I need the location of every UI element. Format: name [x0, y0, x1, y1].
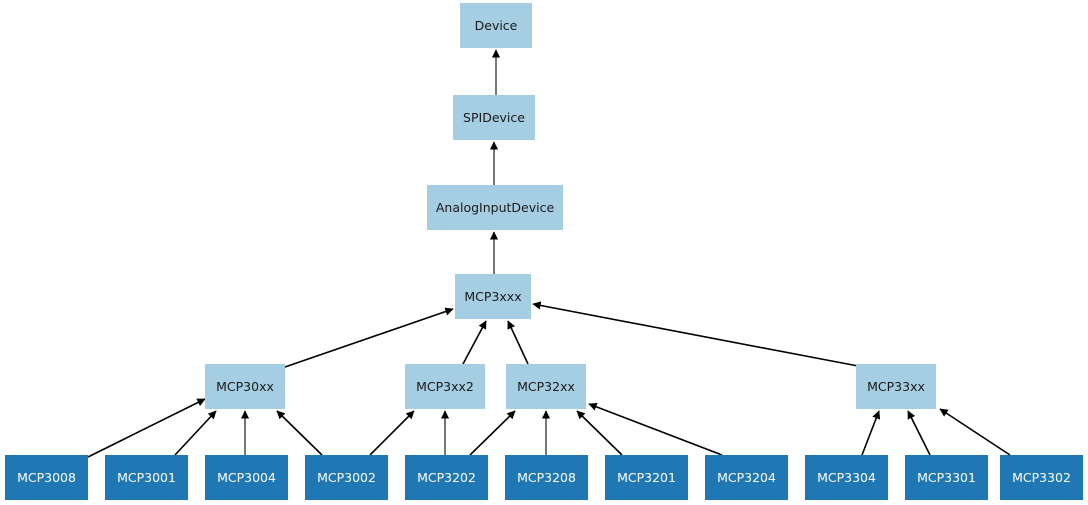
node-box-mcp3001[interactable]: [105, 455, 188, 500]
node-box-mcp3301[interactable]: [905, 455, 988, 500]
node-device[interactable]: Device: [460, 3, 532, 48]
node-label-mcp3301: MCP3301: [917, 470, 976, 485]
node-analoginputdevice[interactable]: AnalogInputDevice: [427, 185, 563, 230]
node-spidevice[interactable]: SPIDevice: [453, 95, 535, 140]
node-label-device: Device: [475, 18, 518, 33]
edge-mcp3008-to-mcp30xx: [87, 398, 206, 458]
node-label-mcp3302: MCP3302: [1012, 470, 1071, 485]
node-box-mcp3201[interactable]: [605, 455, 688, 500]
edge-mcp3202-to-mcp32xx: [469, 410, 516, 456]
node-box-mcp3002[interactable]: [305, 455, 388, 500]
edge-mcp3002-to-mcp30xx: [276, 410, 323, 456]
edge-mcp3001-to-mcp30xx: [174, 410, 217, 456]
node-label-analoginputdevice: AnalogInputDevice: [436, 200, 555, 215]
edge-mcp3304-to-mcp33xx: [861, 410, 881, 456]
node-box-mcp3204[interactable]: [705, 455, 788, 500]
edge-mcp30xx-to-mcp3xxx: [284, 307, 454, 368]
node-mcp3001[interactable]: MCP3001: [105, 455, 188, 500]
node-label-mcp30xx: MCP30xx: [216, 379, 274, 394]
node-layer: DeviceSPIDeviceAnalogInputDeviceMCP3xxxM…: [5, 3, 1083, 500]
node-box-analoginputdevice[interactable]: [427, 185, 563, 230]
node-box-device[interactable]: [460, 3, 532, 48]
node-label-mcp3208: MCP3208: [517, 470, 576, 485]
node-label-mcp32xx: MCP32xx: [517, 379, 575, 394]
edge-layer: [87, 49, 1011, 458]
node-mcp3304[interactable]: MCP3304: [805, 455, 888, 500]
node-mcp3301[interactable]: MCP3301: [905, 455, 988, 500]
node-mcp3204[interactable]: MCP3204: [705, 455, 788, 500]
node-label-mcp3201: MCP3201: [617, 470, 676, 485]
node-label-mcp3xx2: MCP3xx2: [416, 379, 474, 394]
node-label-mcp3002: MCP3002: [317, 470, 376, 485]
node-label-mcp3304: MCP3304: [817, 470, 876, 485]
edge-mcp3201-to-mcp32xx: [576, 410, 623, 456]
node-label-mcp3008: MCP3008: [17, 470, 76, 485]
edge-mcp3xx2-to-mcp3xxx: [462, 320, 487, 365]
edge-mcp3002-to-mcp3xx2: [369, 410, 415, 456]
node-mcp30xx[interactable]: MCP30xx: [205, 364, 285, 409]
node-box-mcp3202[interactable]: [405, 455, 488, 500]
node-box-mcp3304[interactable]: [805, 455, 888, 500]
node-box-mcp33xx[interactable]: [856, 364, 936, 409]
node-mcp3xxx[interactable]: MCP3xxx: [455, 274, 531, 319]
node-mcp3004[interactable]: MCP3004: [205, 455, 288, 500]
node-mcp3202[interactable]: MCP3202: [405, 455, 488, 500]
node-box-mcp3302[interactable]: [1000, 455, 1083, 500]
node-box-mcp32xx[interactable]: [506, 364, 586, 409]
node-box-mcp3004[interactable]: [205, 455, 288, 500]
node-mcp3002[interactable]: MCP3002: [305, 455, 388, 500]
node-mcp32xx[interactable]: MCP32xx: [506, 364, 586, 409]
node-label-mcp3xxx: MCP3xxx: [464, 289, 521, 304]
node-box-mcp3xx2[interactable]: [405, 364, 485, 409]
edge-mcp3302-to-mcp33xx: [939, 408, 1011, 456]
node-mcp3201[interactable]: MCP3201: [605, 455, 688, 500]
node-box-spidevice[interactable]: [453, 95, 535, 140]
node-box-mcp3xxx[interactable]: [455, 274, 531, 319]
edge-mcp3204-to-mcp32xx: [588, 402, 723, 456]
node-box-mcp3208[interactable]: [505, 455, 588, 500]
node-label-spidevice: SPIDevice: [463, 110, 525, 125]
edge-mcp3301-to-mcp33xx: [907, 410, 931, 456]
edge-mcp32xx-to-mcp3xxx: [507, 320, 529, 365]
node-box-mcp3008[interactable]: [5, 455, 88, 500]
node-mcp33xx[interactable]: MCP33xx: [856, 364, 936, 409]
node-label-mcp33xx: MCP33xx: [867, 379, 925, 394]
node-label-mcp3204: MCP3204: [717, 470, 776, 485]
edge-mcp33xx-to-mcp3xxx: [532, 301, 859, 367]
node-label-mcp3004: MCP3004: [217, 470, 276, 485]
node-label-mcp3202: MCP3202: [417, 470, 476, 485]
node-label-mcp3001: MCP3001: [117, 470, 176, 485]
node-mcp3xx2[interactable]: MCP3xx2: [405, 364, 485, 409]
node-mcp3302[interactable]: MCP3302: [1000, 455, 1083, 500]
node-mcp3208[interactable]: MCP3208: [505, 455, 588, 500]
node-box-mcp30xx[interactable]: [205, 364, 285, 409]
node-mcp3008[interactable]: MCP3008: [5, 455, 88, 500]
